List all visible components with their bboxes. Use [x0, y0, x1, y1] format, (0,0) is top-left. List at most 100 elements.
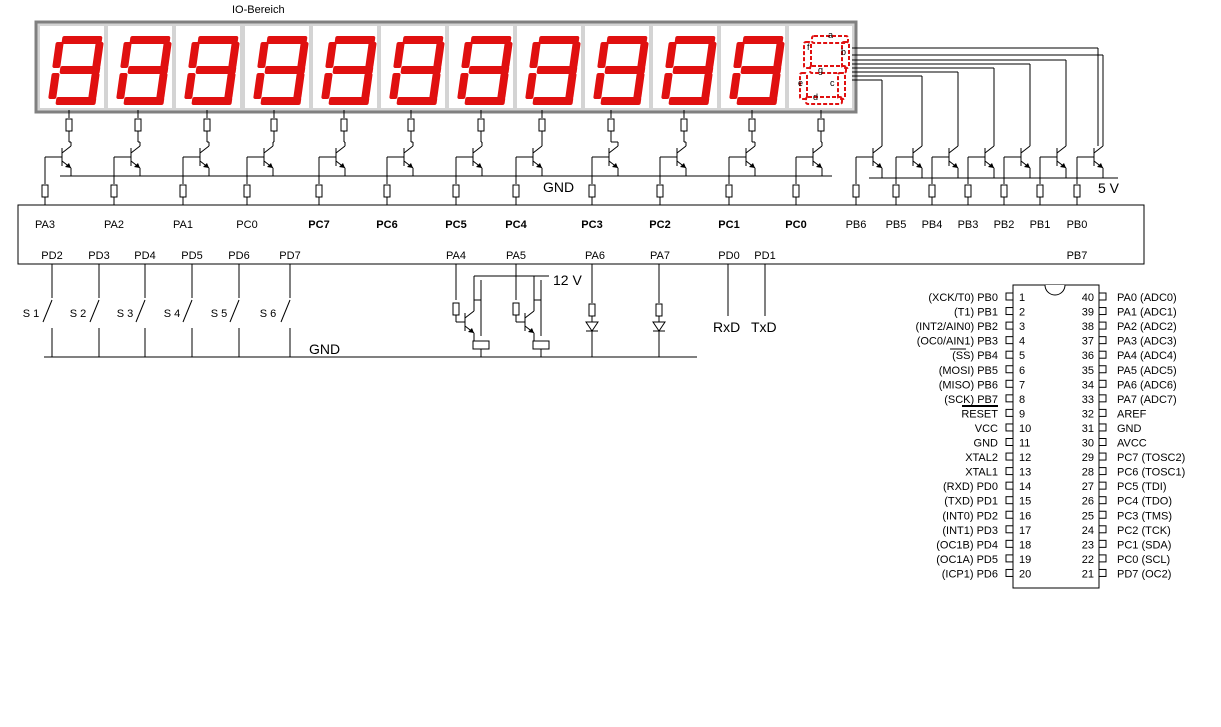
digit-segment [92, 42, 104, 68]
digit-segment-outline [837, 72, 846, 100]
emitter-arrow [267, 163, 273, 168]
digit-segment [129, 36, 171, 44]
digit-resistor [607, 118, 615, 132]
transistor-collector [676, 145, 687, 154]
ic-pin-number: 26 [1082, 496, 1094, 508]
transistor-collector [912, 145, 923, 154]
switch-contact [229, 299, 240, 323]
ic-pin-label: PA6 (ADC6) [1117, 379, 1177, 391]
ic-pin-number: 19 [1019, 554, 1031, 566]
transistor-collector [61, 145, 72, 154]
ic-pin [1098, 510, 1107, 519]
ic-pin-label: PA0 (ADC0) [1117, 292, 1177, 304]
base-resistor [792, 184, 800, 198]
led-resistor [655, 303, 663, 317]
transistor-collector [745, 145, 756, 154]
transistor-collector [335, 145, 346, 154]
ic-pin-label: PC4 (TDO) [1117, 496, 1172, 508]
base-resistor [588, 184, 596, 198]
ic-pin [1005, 307, 1014, 316]
bottom-port-label: PD7 [279, 250, 300, 262]
base-resistor [383, 184, 391, 198]
switch-contact [89, 299, 100, 323]
ic-pin [1005, 379, 1014, 388]
ic-pin-label: (ICP1) PD6 [942, 568, 998, 580]
ic-pin-number: 3 [1019, 321, 1025, 333]
seven-segment-digit [653, 26, 717, 108]
emitter-arrow [749, 163, 755, 168]
ic-pin-number: 11 [1019, 438, 1030, 450]
base-resistor [110, 184, 118, 198]
ic-pin-number: 34 [1082, 379, 1094, 391]
digit-segment [433, 42, 445, 68]
vcc-12v-label: 12 V [553, 272, 582, 288]
ic-pin-number: 31 [1082, 423, 1094, 435]
ic-pin [1098, 481, 1107, 490]
transistor-collector [524, 310, 535, 319]
ic-pin [1098, 539, 1107, 548]
ic-pin-label: PD7 (OC2) [1117, 568, 1171, 580]
digit-segment [701, 73, 713, 99]
ic-pin-label: PC3 (TMS) [1117, 510, 1172, 522]
digit-resistor [477, 118, 485, 132]
digit-driver-transistor [61, 145, 72, 169]
ic-pin [1098, 496, 1107, 505]
digit-port-label: PC4 [505, 219, 527, 231]
transistor-collector [532, 145, 543, 154]
digit-segment [773, 42, 785, 68]
ic-pin [1005, 394, 1014, 403]
base-resistor [1036, 184, 1044, 198]
digit-segment [501, 42, 513, 68]
digit-port-label: PC2 [649, 219, 670, 231]
segment-driver-transistor [872, 145, 883, 169]
digit-resistor [203, 118, 211, 132]
ic-pin-label: PA7 (ADC7) [1117, 394, 1177, 406]
digit-segment [253, 73, 265, 99]
ic-pin [1005, 365, 1014, 374]
segment-port-label: PB4 [922, 219, 943, 231]
io-area-title: IO-Bereich [232, 4, 285, 16]
segment-letter-a: a [828, 30, 833, 40]
ic-pin-number: 2 [1019, 307, 1025, 319]
ic-pin-number: 5 [1019, 350, 1025, 362]
ic-pin [1005, 496, 1014, 505]
digit-segment [565, 73, 577, 99]
digit-segment [52, 42, 64, 68]
emitter-arrow [876, 163, 882, 168]
ic-pin [1005, 554, 1014, 563]
digit-segment [120, 42, 132, 68]
emitter-arrow [1024, 163, 1030, 168]
digit-segment [195, 66, 237, 74]
digit-segment [733, 42, 745, 68]
digit-segment [457, 73, 469, 99]
seven-segment-digit [176, 26, 240, 108]
ic-pin-label: PC6 (TOSC1) [1117, 467, 1185, 479]
digit-driver-transistor [335, 145, 346, 169]
ic-pin-label: (TXD) PD1 [944, 496, 998, 508]
ic-pin [1098, 321, 1107, 330]
transistor-collector [472, 145, 483, 154]
ic-pin-label: (RXD) PD0 [943, 481, 998, 493]
digit-driver-transistor [263, 145, 274, 169]
transistor-collector [984, 145, 995, 154]
relay-base-resistor [512, 302, 520, 316]
digit-driver-transistor [199, 145, 210, 169]
transistor-collector [812, 145, 823, 154]
base-resistor [892, 184, 900, 198]
digit-segment [525, 73, 537, 99]
digit-driver-transistor [812, 145, 823, 169]
ic-pin [1098, 307, 1107, 316]
digit-segment [606, 36, 648, 44]
ic-pin-label: VCC [975, 423, 998, 435]
seven-segment-digit [449, 26, 513, 108]
ic-pin-label: (OC1A) PD5 [936, 554, 998, 566]
ic-pin-label: XTAL2 [965, 452, 998, 464]
ic-pin-label: (INT0) PD2 [942, 510, 998, 522]
ic-pin-label: PC1 (SDA) [1117, 539, 1171, 551]
digit-segment [389, 73, 401, 99]
ic-pin [1098, 423, 1107, 432]
ic-pin [1098, 336, 1107, 345]
segment-port-label: PB3 [958, 219, 979, 231]
